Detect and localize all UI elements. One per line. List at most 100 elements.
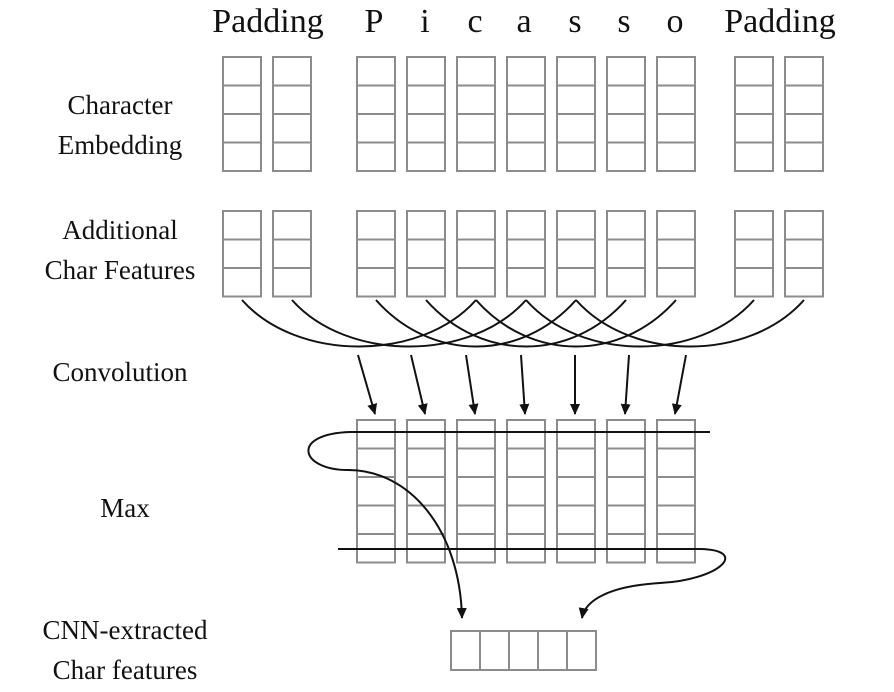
convolution-window-curves xyxy=(241,299,805,348)
label-line: CNN-extracted xyxy=(42,615,208,645)
embedding-cell xyxy=(506,113,546,144)
feature-cell xyxy=(656,267,696,298)
label-max: Max xyxy=(100,493,150,523)
embedding-cell xyxy=(356,141,396,172)
feature-cell xyxy=(406,267,446,298)
conv-cell xyxy=(506,447,546,478)
embedding-cell xyxy=(406,56,446,87)
embedding-cell xyxy=(784,56,824,87)
embedding-cell xyxy=(556,56,596,87)
convolution-arrows xyxy=(357,354,687,415)
feature-cell xyxy=(456,238,496,269)
conv-cell xyxy=(406,476,446,507)
token-padding-left: Padding xyxy=(212,3,324,40)
embedding-cell xyxy=(606,113,646,144)
feature-cell xyxy=(272,238,312,269)
convolution-arrow xyxy=(620,354,631,415)
label-cnn-extracted-char-features: CNN-extracted Char features xyxy=(20,610,230,690)
conv-cell xyxy=(456,504,496,535)
convolution-curve xyxy=(425,299,627,348)
feature-cell xyxy=(356,238,396,269)
convolution-arrow xyxy=(357,354,378,415)
embedding-cell xyxy=(222,84,262,115)
label-additional-char-features: Additional Char Features xyxy=(20,210,220,290)
feature-cell xyxy=(356,267,396,298)
feature-cell xyxy=(606,210,646,241)
embedding-cell xyxy=(406,141,446,172)
embedding-cell xyxy=(506,56,546,87)
feature-cell xyxy=(222,238,262,269)
feature-cell xyxy=(456,210,496,241)
embedding-cell xyxy=(406,113,446,144)
embedding-cell xyxy=(222,56,262,87)
conv-cell xyxy=(656,504,696,535)
conv-cell xyxy=(606,447,646,478)
feature-cell xyxy=(784,210,824,241)
conv-cell xyxy=(406,447,446,478)
label-line: Char features xyxy=(52,655,198,685)
max-line-bottom xyxy=(338,548,727,619)
token-char: c xyxy=(467,3,483,40)
conv-cell xyxy=(556,476,596,507)
embedding-cell xyxy=(784,113,824,144)
feature-cell xyxy=(406,210,446,241)
feature-cell xyxy=(222,267,262,298)
embedding-cell xyxy=(656,84,696,115)
feature-cell xyxy=(506,238,546,269)
conv-cell xyxy=(656,419,696,450)
embedding-cell xyxy=(606,84,646,115)
feature-cell xyxy=(784,267,824,298)
conv-cell xyxy=(456,476,496,507)
conv-cell xyxy=(506,504,546,535)
conv-cell xyxy=(456,447,496,478)
feature-cell xyxy=(272,267,312,298)
output-cell xyxy=(508,630,539,671)
label-line: Char Features xyxy=(44,255,196,285)
embedding-cell xyxy=(784,84,824,115)
embedding-cell xyxy=(506,84,546,115)
embedding-cell xyxy=(356,56,396,87)
embedding-cell xyxy=(406,84,446,115)
token-char: i xyxy=(420,3,430,40)
feature-cell xyxy=(222,210,262,241)
embedding-cell xyxy=(456,56,496,87)
label-character-embedding: Character Embedding xyxy=(20,85,220,165)
embedding-cell xyxy=(272,113,312,144)
cnn-feature-vector xyxy=(450,630,597,671)
embedding-cell xyxy=(356,84,396,115)
feature-cell xyxy=(784,238,824,269)
feature-cell xyxy=(506,210,546,241)
conv-cell xyxy=(606,419,646,450)
conv-cell xyxy=(606,476,646,507)
embedding-cell xyxy=(556,84,596,115)
conv-cell xyxy=(506,476,546,507)
vector-cells xyxy=(222,56,824,564)
conv-cell xyxy=(356,504,396,535)
feature-cell xyxy=(456,267,496,298)
feature-cell xyxy=(356,210,396,241)
token-char: a xyxy=(516,3,532,40)
embedding-cell xyxy=(734,56,774,87)
output-cell xyxy=(566,630,597,671)
embedding-cell xyxy=(656,113,696,144)
feature-cell xyxy=(406,238,446,269)
feature-cell xyxy=(656,210,696,241)
token-padding-right: Padding xyxy=(724,3,836,40)
embedding-cell xyxy=(606,56,646,87)
label-line: Embedding xyxy=(57,130,183,160)
convolution-curve xyxy=(241,299,477,348)
embedding-cell xyxy=(734,113,774,144)
conv-cell xyxy=(406,419,446,450)
conv-cell xyxy=(506,419,546,450)
output-cell xyxy=(450,630,481,671)
embedding-cell xyxy=(656,56,696,87)
output-cell xyxy=(479,630,510,671)
feature-cell xyxy=(272,210,312,241)
label-line: Character xyxy=(67,90,173,120)
conv-cell xyxy=(356,476,396,507)
conv-cell xyxy=(456,419,496,450)
conv-cell xyxy=(356,447,396,478)
feature-cell xyxy=(606,267,646,298)
embedding-cell xyxy=(784,141,824,172)
